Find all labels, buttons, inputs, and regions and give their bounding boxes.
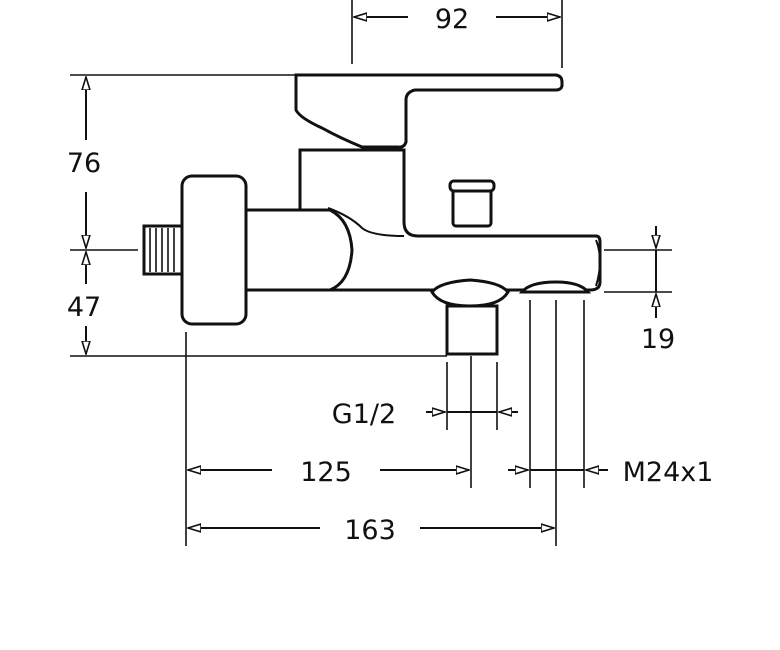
label-m24x1: M24x1	[623, 457, 714, 488]
extension-lines	[70, 0, 672, 546]
label-19: 19	[641, 324, 675, 355]
lever-handle	[294, 73, 564, 149]
dimension-arrows	[86, 17, 656, 528]
cartridge-body	[298, 148, 602, 292]
diverter-cap	[448, 179, 496, 193]
thread-lines	[149, 228, 175, 272]
outlet-aerator	[518, 280, 592, 294]
label-47: 47	[67, 292, 101, 323]
cylinder-join	[244, 208, 354, 292]
label-76: 76	[67, 148, 101, 179]
lower-boss	[430, 278, 510, 308]
body-curve	[327, 207, 405, 237]
eccentric-nut	[180, 174, 248, 326]
faucet-outline	[142, 73, 602, 356]
label-163: 163	[344, 515, 396, 546]
label-125: 125	[300, 457, 352, 488]
lower-inlet	[445, 304, 499, 356]
label-92: 92	[435, 4, 469, 35]
label-g12: G1/2	[332, 399, 396, 430]
spout-tip	[595, 239, 601, 287]
dimension-labels: 92 76 47 19 G1/2 125 M24x1 163	[67, 4, 714, 546]
